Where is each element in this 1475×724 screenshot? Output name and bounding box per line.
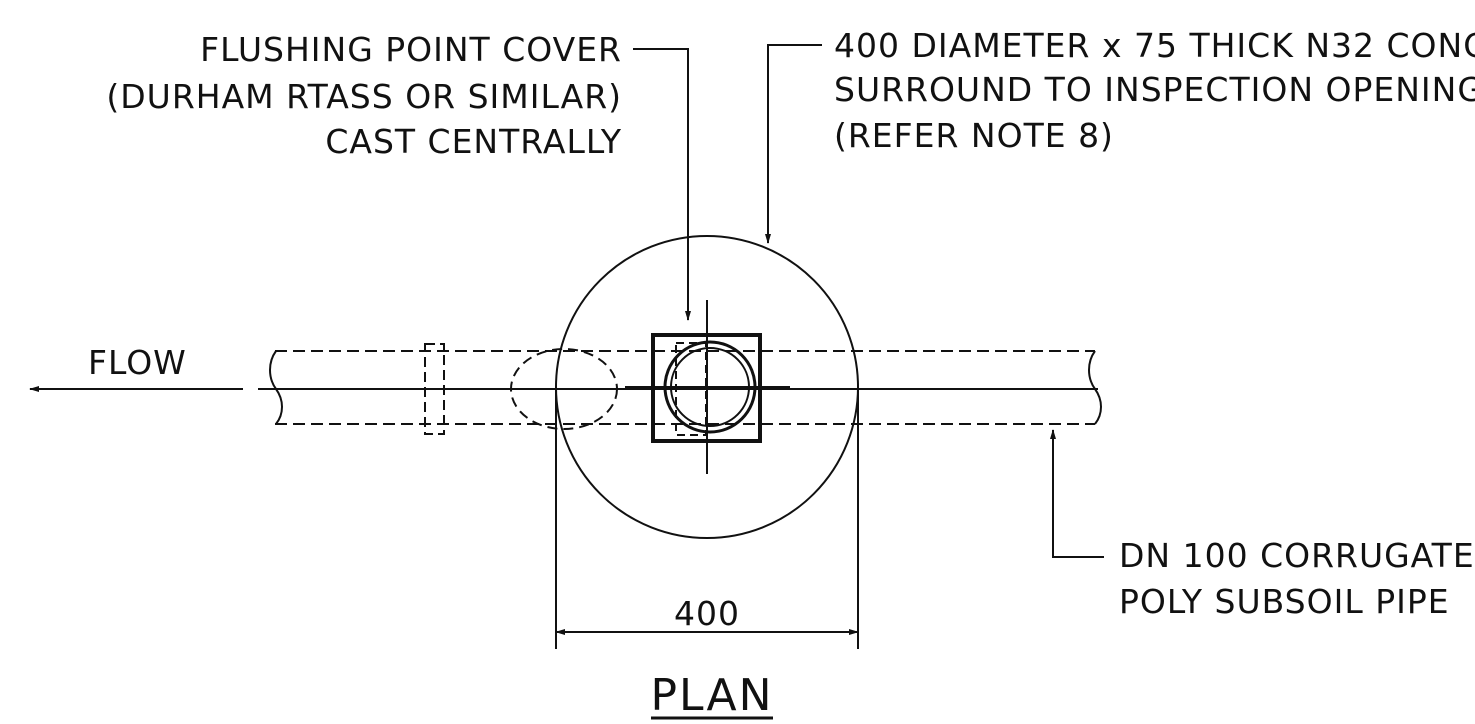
surround-label-3: (REFER NOTE 8) xyxy=(834,116,1114,155)
pipe-label-1: DN 100 CORRUGATED xyxy=(1119,536,1475,575)
drawing-title: PLAN xyxy=(650,670,773,721)
pipe-coupler xyxy=(424,343,445,435)
dimension-label: 400 xyxy=(674,594,740,633)
flushing-cover-label-1: FLUSHING POINT COVER xyxy=(200,30,622,69)
flushing-cover-label-3: CAST CENTRALLY xyxy=(325,122,622,161)
pipe-break-right xyxy=(1088,350,1102,425)
leader-pipe xyxy=(1050,429,1104,558)
surround-label-2: SURROUND TO INSPECTION OPENING xyxy=(834,70,1475,109)
dimension-400 xyxy=(555,387,859,649)
flushing-cover-label-2: (DURHAM RTASS OR SIMILAR) xyxy=(106,77,622,116)
leader-flushing-cover xyxy=(633,48,691,321)
pipe-junction-ellipse xyxy=(510,348,618,430)
pipe-label-2: POLY SUBSOIL PIPE xyxy=(1119,582,1450,621)
surround-label-1: 400 DIAMETER x 75 THICK N32 CONCRETE xyxy=(834,26,1475,65)
flow-label: FLOW xyxy=(88,343,187,382)
pipe-break-left xyxy=(269,350,283,425)
leader-surround xyxy=(765,44,822,244)
subsoil-pipe xyxy=(275,350,1095,425)
riser-dashed-outline xyxy=(675,342,707,436)
